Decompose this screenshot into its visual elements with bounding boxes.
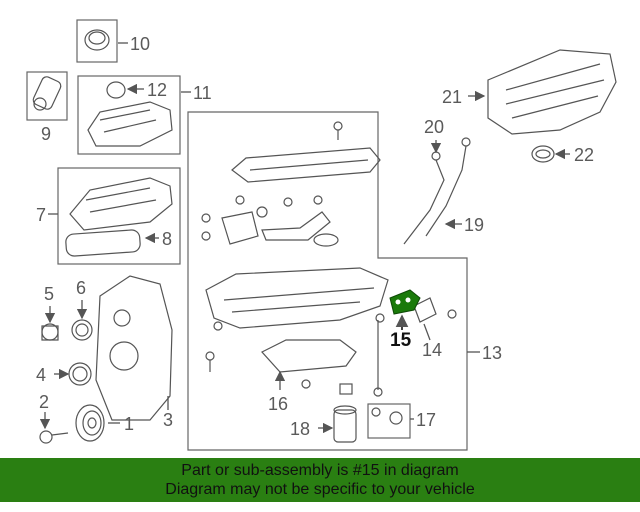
oil-cap-part[interactable] bbox=[76, 19, 118, 63]
label-20: 20 bbox=[424, 117, 444, 137]
upper-oil-pan-part[interactable] bbox=[205, 267, 389, 331]
label-2: 2 bbox=[39, 392, 49, 412]
label-3: 3 bbox=[163, 410, 173, 430]
label-1: 1 bbox=[124, 414, 134, 434]
label-15: 15 bbox=[390, 330, 412, 351]
intake-manifold-part[interactable] bbox=[487, 49, 617, 135]
parts-diagram: 10 9 12 11 7 8 5 6 4 3 2 1 13 14 15 16 1… bbox=[26, 19, 617, 451]
timing-cover-part[interactable] bbox=[95, 275, 173, 421]
cover-plate-part[interactable] bbox=[413, 297, 457, 323]
label-8: 8 bbox=[162, 229, 172, 249]
tube-seal-part[interactable] bbox=[26, 71, 68, 121]
label-11: 11 bbox=[193, 83, 212, 103]
dipstick-part[interactable] bbox=[403, 137, 471, 245]
sprocket-part[interactable] bbox=[41, 323, 59, 341]
label-16: 16 bbox=[268, 394, 288, 414]
banner-line-part-number: Part or sub-assembly is #15 in diagram bbox=[181, 462, 459, 479]
label-10: 10 bbox=[130, 34, 150, 54]
highlighted-part-15[interactable] bbox=[389, 289, 421, 315]
balancer-part[interactable] bbox=[75, 404, 105, 442]
info-banner: Part or sub-assembly is #15 in diagram D… bbox=[0, 458, 640, 502]
lower-oil-pan-part[interactable] bbox=[261, 339, 357, 373]
valve-cover-left-part[interactable] bbox=[57, 167, 181, 265]
label-13: 13 bbox=[482, 343, 502, 363]
oil-pan-gasket-part[interactable] bbox=[231, 121, 381, 183]
label-22: 22 bbox=[574, 145, 594, 165]
label-5: 5 bbox=[44, 284, 54, 304]
label-17: 17 bbox=[416, 410, 436, 430]
valve-cover-right-part[interactable] bbox=[77, 75, 181, 155]
label-21: 21 bbox=[442, 87, 462, 107]
oil-pump-pickup-part[interactable] bbox=[201, 195, 339, 247]
label-18: 18 bbox=[290, 419, 310, 439]
banner-line-disclaimer: Diagram may not be specific to your vehi… bbox=[165, 481, 475, 498]
dipstick-tube-part[interactable] bbox=[373, 320, 383, 397]
label-4: 4 bbox=[36, 365, 46, 385]
oil-filter-part[interactable] bbox=[333, 383, 357, 443]
label-9: 9 bbox=[41, 124, 51, 144]
oil-pan-group-box bbox=[187, 111, 468, 451]
manifold-seal-part[interactable] bbox=[531, 145, 555, 163]
pan-bolt-part[interactable] bbox=[205, 351, 311, 389]
label-6: 6 bbox=[76, 278, 86, 298]
seal-ring-part[interactable] bbox=[71, 319, 93, 341]
label-14: 14 bbox=[422, 340, 442, 360]
label-7: 7 bbox=[36, 205, 46, 225]
label-12: 12 bbox=[147, 80, 167, 100]
balancer-bolt-part[interactable] bbox=[39, 430, 69, 444]
drain-bolt-part[interactable] bbox=[367, 403, 411, 439]
front-seal-part[interactable] bbox=[68, 362, 92, 386]
label-19: 19 bbox=[464, 215, 484, 235]
